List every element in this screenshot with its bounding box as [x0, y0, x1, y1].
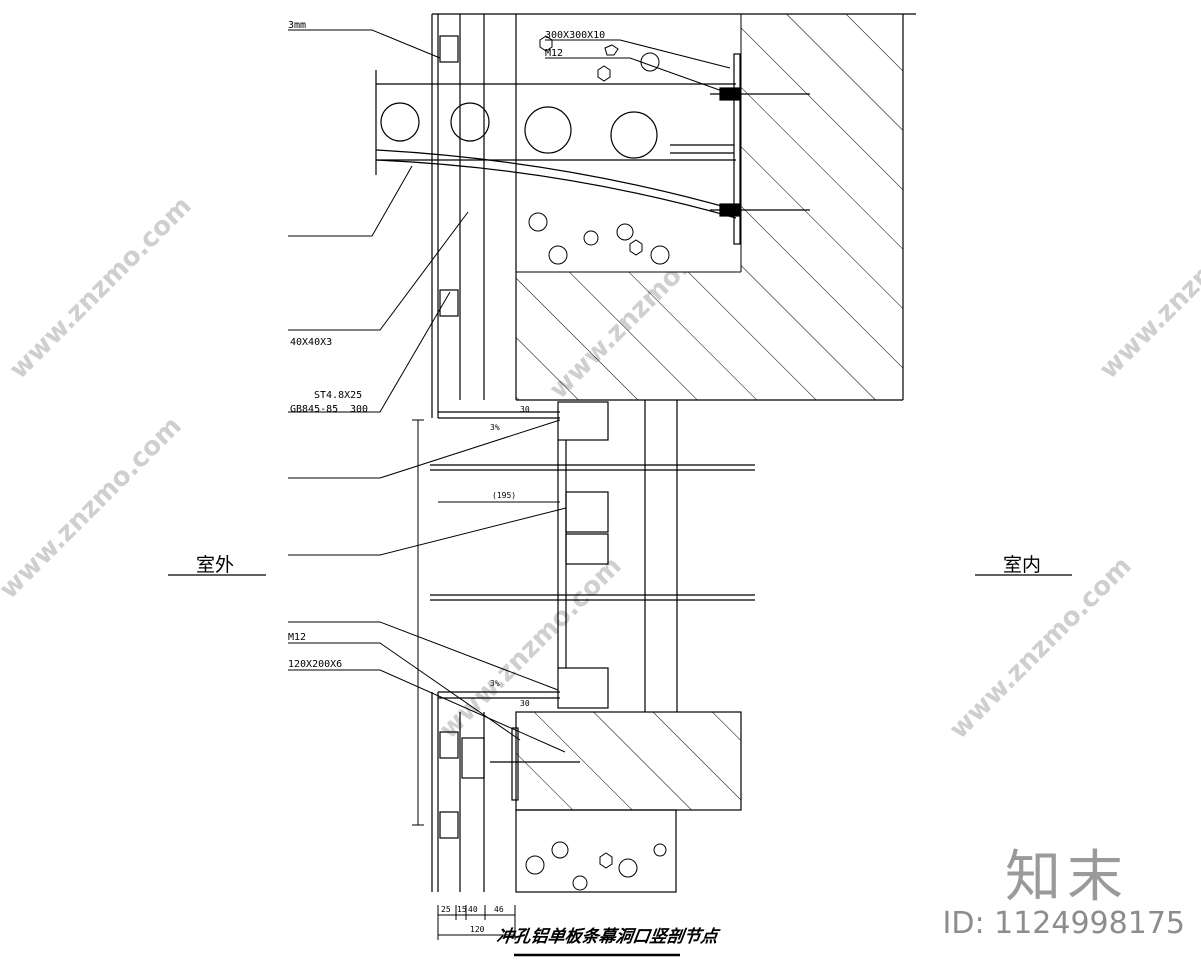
- ann-300: 300: [350, 404, 368, 415]
- ann-gb845: GB845-85: [290, 404, 338, 415]
- outer-skin-lower: [431, 691, 580, 892]
- id-watermark: ID: 1124998175: [942, 906, 1185, 941]
- dimension-bottom: [437, 905, 516, 940]
- dim-15: 15: [457, 905, 467, 914]
- brand-watermark: 知末: [1005, 845, 1129, 910]
- outdoor-label: 室外: [196, 554, 235, 576]
- upper-wall: [432, 13, 916, 401]
- watermark-text: www.znzmo.com: [4, 191, 198, 385]
- dim-25: 25: [441, 905, 451, 914]
- embed-plate: [670, 53, 810, 245]
- window-frame: [430, 400, 755, 712]
- watermark-text: www.znzmo.com: [0, 411, 188, 605]
- watermark-text: www.znzmo.com: [944, 551, 1138, 745]
- indoor-label: 室内: [1003, 554, 1042, 576]
- ann-m12-top: M12: [545, 48, 563, 59]
- outer-skin-upper: [431, 14, 560, 419]
- ann-120x200x6: 120X200X6: [288, 659, 342, 670]
- ann-3mm: 3mm: [288, 20, 306, 31]
- annotations: 3mm 300X300X10 M12 40X40X3 ST4.8X25 GB84…: [288, 20, 605, 670]
- ann-40x40x3: 40X40X3: [290, 337, 332, 348]
- ann-m12-bottom: M12: [288, 632, 306, 643]
- dim-40: 40: [468, 905, 478, 914]
- slope-top: 3%: [490, 423, 500, 432]
- ann-st48x25: ST4.8X25: [314, 390, 362, 401]
- ann-embed-plate: 300X300X10: [545, 30, 605, 41]
- d30-top: 30: [520, 405, 530, 414]
- lower-wall: [515, 711, 742, 893]
- slope-bottom: 3%: [490, 679, 500, 688]
- dimension-left: [412, 419, 424, 826]
- dim-120: 120: [470, 925, 485, 934]
- width-195: (195): [492, 491, 516, 500]
- dimension-labels: 25 15 40 46 120 3% 3% (195) 30 30: [441, 405, 530, 934]
- watermark-text: www.znzmo.com: [1094, 191, 1201, 385]
- d30-bottom: 30: [520, 699, 530, 708]
- steel-beam: [375, 70, 737, 219]
- leader-lines: [288, 29, 731, 753]
- drawing-title: 冲孔铝单板条幕洞口竖剖节点: [495, 927, 720, 947]
- dim-46: 46: [494, 905, 504, 914]
